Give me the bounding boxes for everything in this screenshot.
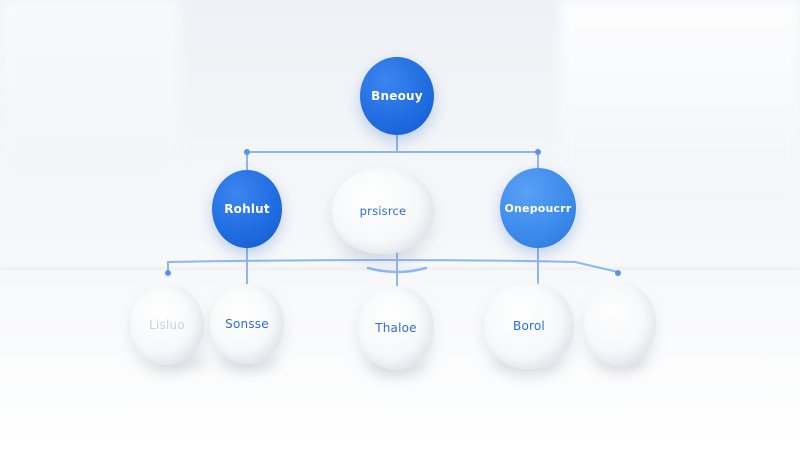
connector-dot-left [244, 149, 250, 155]
node-level2-left[interactable]: Rohlut [212, 170, 282, 248]
node-level3-4[interactable]: Borol [484, 283, 574, 369]
root-node-label: Bneouy [371, 89, 423, 103]
connector-dot-far-left [165, 270, 171, 276]
node-label: Thaloe [375, 321, 417, 335]
node-level2-center[interactable]: prsisrce [332, 168, 434, 254]
node-level3-2[interactable]: Sonsse [210, 284, 284, 364]
node-label: Borol [513, 319, 545, 333]
background-window-light-left [0, 0, 180, 170]
node-label: Lisluo [149, 318, 185, 332]
connector-dot-right [535, 149, 541, 155]
connector-center-arc [366, 266, 428, 274]
connector-dot-far-right [615, 270, 621, 276]
node-level3-1[interactable]: Lisluo [130, 285, 204, 365]
node-level3-3[interactable]: Thaloe [358, 286, 434, 370]
node-level2-right[interactable]: Onepoucrr [500, 168, 576, 248]
node-label: Rohlut [224, 202, 270, 216]
root-node[interactable]: Bneouy [360, 57, 434, 135]
node-label: Onepoucrr [504, 201, 572, 215]
background-window-light [560, 0, 800, 200]
floor-horizon [0, 268, 800, 269]
connector-level3-bar [167, 259, 619, 273]
node-label: Sonsse [225, 317, 269, 331]
node-label: prsisrce [359, 204, 407, 218]
node-level3-5[interactable] [584, 282, 656, 366]
